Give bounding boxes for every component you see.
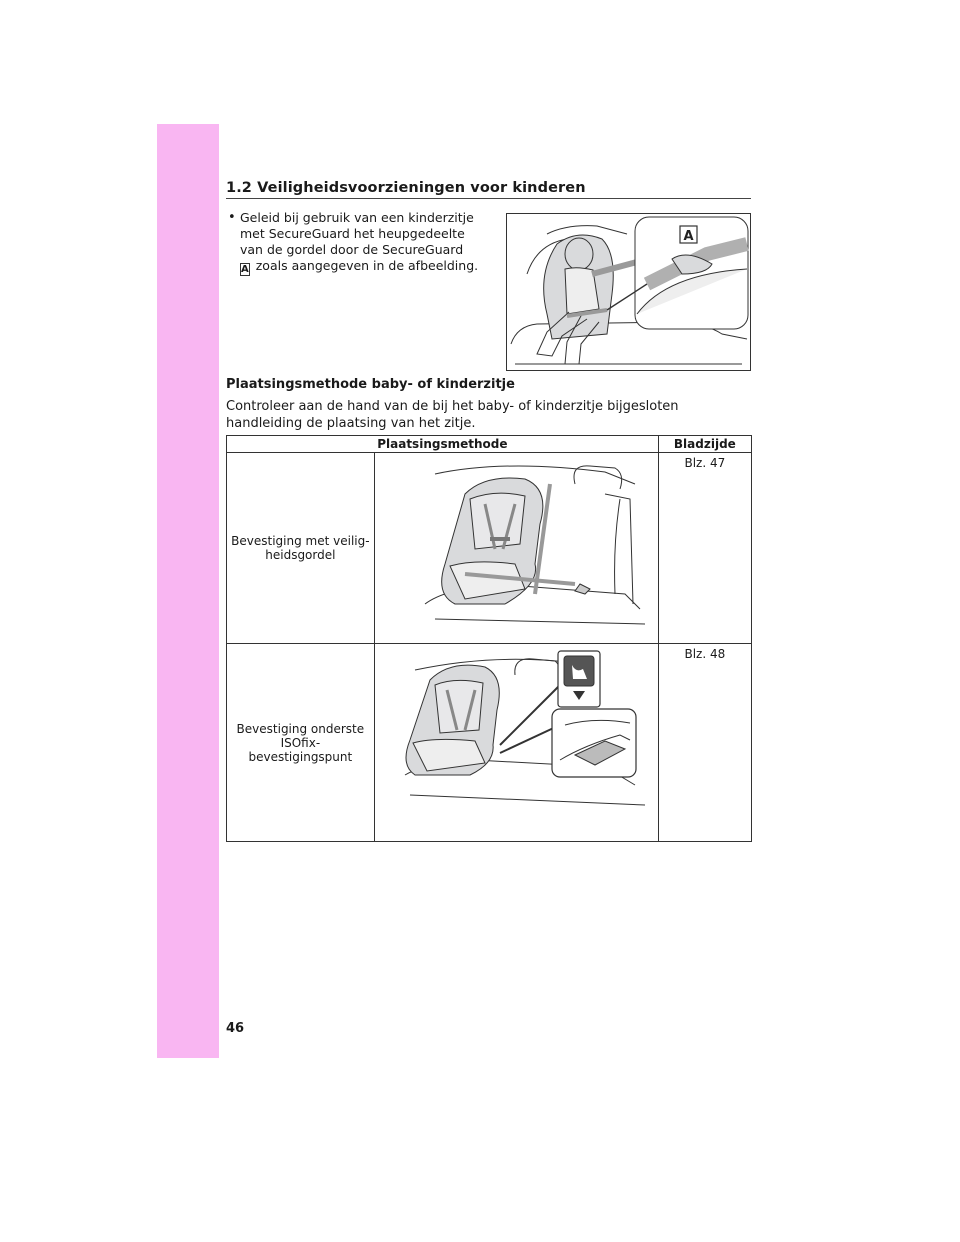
secureguard-drawing: A <box>510 216 749 365</box>
callout-badge-a: A <box>240 263 250 276</box>
table-header-row: Plaatsingsmethode Bladzijde <box>226 435 753 453</box>
method-label: Bevestiging met veilig-heidsgordel <box>226 452 375 644</box>
bullet-marker: • <box>228 210 236 225</box>
bullet-text: Geleid bij gebruik van een kinderzitje m… <box>240 210 490 276</box>
seatbelt-drawing <box>424 464 645 624</box>
isofix-drawing <box>404 649 645 805</box>
section-divider <box>226 198 751 199</box>
installation-methods-table: Plaatsingsmethode Bladzijde Bevestiging … <box>226 435 753 842</box>
subheading: Plaatsingsmethode baby- of kinderzitje <box>226 377 515 392</box>
isofix-install-illustration <box>373 643 659 842</box>
callout-box-a <box>679 225 698 244</box>
method-label: Bevestiging onderste ISOfix-bevestigings… <box>226 643 375 842</box>
chapter-side-tab <box>157 124 219 1058</box>
bullet-text-part1: Geleid bij gebruik van een kinderzitje m… <box>240 210 474 257</box>
page-number: 46 <box>226 1021 245 1036</box>
secureguard-illustration: A <box>506 213 751 371</box>
page-reference: Blz. 47 <box>657 452 753 644</box>
header-method: Plaatsingsmethode <box>226 435 659 453</box>
table-row: Bevestiging onderste ISOfix-bevestigings… <box>226 643 753 842</box>
callout-letter-a: A <box>683 229 693 244</box>
section-title: 1.2 Veiligheidsvoorzieningen voor kinder… <box>226 180 586 196</box>
bullet-text-part2: zoals aangegeven in de afbeelding. <box>255 258 479 273</box>
header-page: Bladzijde <box>657 435 753 453</box>
intro-paragraph: Controleer aan de hand van de bij het ba… <box>226 399 679 431</box>
table-row: Bevestiging met veilig-heidsgordel <box>226 452 753 644</box>
page-reference: Blz. 48 <box>657 643 753 842</box>
seatbelt-install-illustration <box>373 452 659 644</box>
